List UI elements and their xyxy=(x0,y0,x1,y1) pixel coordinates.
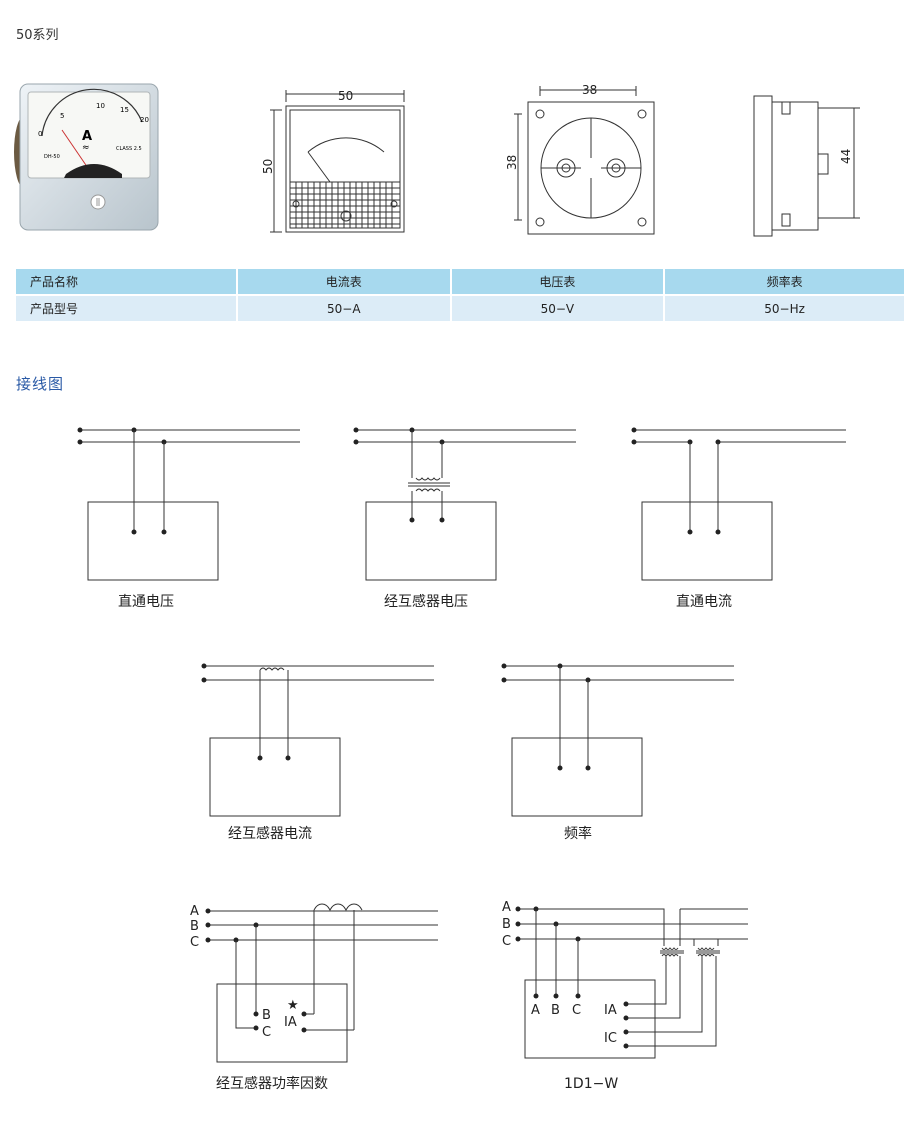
wiring-diagram-direct-current: 直通电流 xyxy=(631,427,846,610)
d1w-terminal-ia: IA xyxy=(604,1003,617,1018)
spec-header-frequency-meter: 频率表 xyxy=(665,269,904,294)
front-dimension-drawing: 50 50 xyxy=(261,89,405,233)
meter-class-mark: CLASS 2.5 xyxy=(116,146,142,152)
spec-cell-frequency-model: 50−Hz xyxy=(665,296,904,321)
wiring-diagram-power-factor: A B C B C ★ IA 经互感器功率因数 xyxy=(190,903,438,1092)
d1w-phase-label-c: C xyxy=(502,934,511,949)
back-width-label: 38 xyxy=(582,83,597,97)
front-height-label: 50 xyxy=(261,159,275,174)
svg-text:15: 15 xyxy=(120,106,129,114)
caption-power-factor: 经互感器功率因数 xyxy=(216,1075,328,1092)
spec-cell-voltmeter-model: 50−V xyxy=(451,296,664,321)
spec-table-header-row: 产品名称 电流表 电压表 频率表 xyxy=(16,269,904,294)
d1w-phase-label-a: A xyxy=(502,900,511,915)
d1w-phase-label-b: B xyxy=(502,917,511,932)
pf-terminal-ia: IA xyxy=(284,1015,297,1030)
caption-transformer-current: 经互感器电流 xyxy=(228,825,312,842)
meter-photo: 0 5 10 15 20 A ≈ DH-50 CLASS 2.5 xyxy=(14,83,159,231)
wiring-diagram-transformer-current: 经互感器电流 xyxy=(201,663,434,842)
back-dimension-drawing: 38 38 xyxy=(505,83,655,235)
wiring-section-title: 接线图 xyxy=(16,375,65,393)
meter-unit: A xyxy=(82,129,92,144)
wiring-diagram-direct-voltage: 直通电压 xyxy=(77,427,300,610)
pf-terminal-b: B xyxy=(262,1008,271,1023)
spec-header-ammeter: 电流表 xyxy=(238,269,450,294)
side-dimension-drawing: 44 xyxy=(753,95,860,237)
front-width-label: 50 xyxy=(338,89,353,103)
caption-1d1-w: 1D1−W xyxy=(564,1076,618,1092)
spec-header-product-name: 产品名称 xyxy=(16,269,236,294)
pf-phase-label-b: B xyxy=(190,919,199,934)
caption-frequency: 频率 xyxy=(564,825,592,842)
caption-direct-current: 直通电流 xyxy=(676,593,732,610)
series-title: 50系列 xyxy=(16,28,59,43)
d1w-terminal-c: C xyxy=(572,1003,581,1018)
d1w-terminal-b: B xyxy=(551,1003,560,1018)
svg-text:10: 10 xyxy=(96,102,105,110)
spec-header-voltmeter: 电压表 xyxy=(451,269,664,294)
svg-text:20: 20 xyxy=(140,116,149,124)
back-height-label: 38 xyxy=(505,155,519,170)
pf-terminal-c: C xyxy=(262,1025,271,1040)
pf-terminal-star: ★ xyxy=(287,998,299,1013)
wiring-diagram-frequency: 频率 xyxy=(501,663,734,842)
meter-model-mark: DH-50 xyxy=(44,154,60,160)
meter-scale: 0 5 10 15 20 xyxy=(38,102,149,138)
spec-row-label: 产品型号 xyxy=(16,296,236,321)
meter-ac-symbol: ≈ xyxy=(82,143,90,153)
svg-text:0: 0 xyxy=(38,130,42,138)
d1w-terminal-a: A xyxy=(531,1003,540,1018)
pf-phase-label-a: A xyxy=(190,904,199,919)
caption-direct-voltage: 直通电压 xyxy=(118,593,174,610)
pf-phase-label-c: C xyxy=(190,935,199,950)
spec-table: 产品名称 电流表 电压表 频率表 产品型号 50−A 50−V 50−Hz xyxy=(14,267,906,323)
wiring-diagram-1d1-w: A B C A B C IA IC 1D1−W xyxy=(502,900,748,1092)
table-row: 产品型号 50−A 50−V 50−Hz xyxy=(16,296,904,321)
d1w-terminal-ic: IC xyxy=(604,1031,617,1046)
caption-transformer-voltage: 经互感器电压 xyxy=(384,593,468,610)
spec-cell-ammeter-model: 50−A xyxy=(238,296,450,321)
wiring-diagram-transformer-voltage: 经互感器电压 xyxy=(353,427,576,610)
side-depth-label: 44 xyxy=(839,149,853,164)
svg-text:5: 5 xyxy=(60,112,64,120)
